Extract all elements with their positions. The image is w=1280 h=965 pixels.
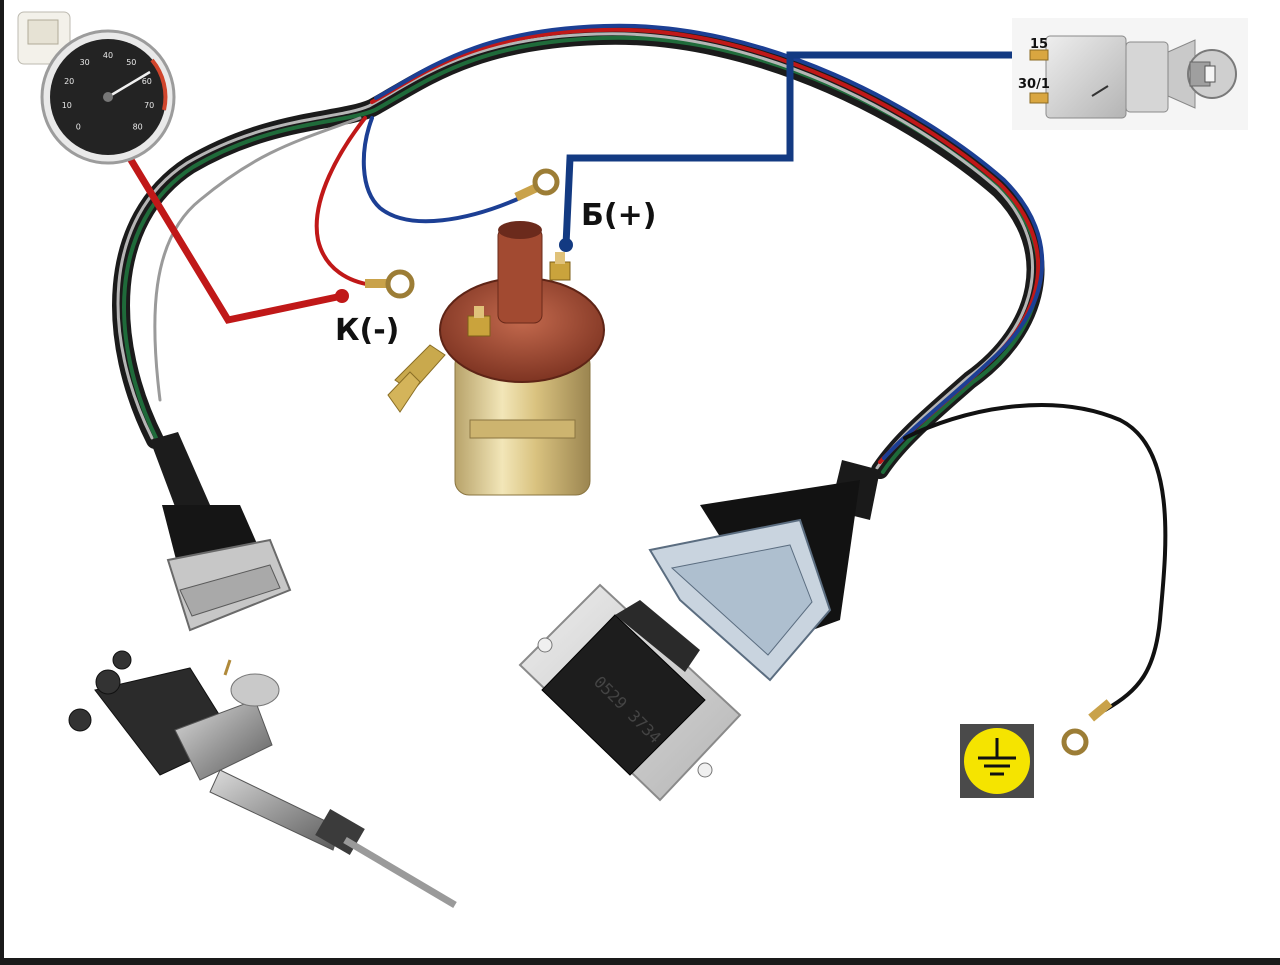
coil-terminal-negative: [467, 306, 491, 337]
ignition-coil-icon: [387, 221, 605, 496]
ignition-switch-icon: 15 30/1: [1012, 18, 1248, 130]
coil-positive-label: Б(+): [581, 198, 656, 233]
blue-wire-switch-to-coil-positive: [562, 51, 1030, 246]
distributor-connector-icon: [150, 432, 292, 632]
wiring-harness: [112, 23, 1168, 712]
ground-symbol-icon: [960, 724, 1034, 798]
distributor-icon: [68, 650, 457, 909]
ground-terminal-icon: [1061, 699, 1113, 756]
coil-negative-dot: [335, 289, 349, 303]
coil-positive-dot: [559, 238, 573, 252]
ring-terminal-blue: [514, 168, 560, 202]
terminal-30-label: 30/1: [1018, 77, 1050, 92]
tachometer-scale-number: 40: [103, 51, 113, 60]
tachometer-scale-number: 60: [142, 77, 152, 86]
tachometer-scale-number: 80: [133, 123, 143, 132]
tachometer-scale-number: 30: [80, 58, 90, 67]
diagram-wires: [125, 51, 1030, 324]
coil-negative-label: К(-): [335, 313, 399, 348]
terminal-30-tab: [1029, 92, 1049, 104]
ignition-module-icon: 0529 3734: [518, 583, 742, 802]
tachometer-scale-number: 70: [144, 101, 154, 110]
module-connector-icon: [648, 460, 880, 682]
tachometer-scale-number: 20: [64, 77, 74, 86]
tachometer-scale-number: 10: [62, 101, 72, 110]
terminal-15-label: 15: [1030, 37, 1048, 52]
red-wire-tacho-to-coil-negative: [125, 153, 343, 324]
ring-terminal-red: [365, 269, 415, 299]
terminal-15-tab: [1029, 49, 1049, 61]
tachometer-scale-number: 50: [126, 58, 136, 67]
coil-terminal-positive: [549, 252, 571, 281]
tachometer-icon: 0 10 20 30 40 50 60 70 80: [17, 11, 176, 165]
tachometer-scale: 0 10 20 30 40 50 60 70 80: [62, 51, 155, 132]
tachometer-scale-number: 0: [76, 123, 81, 132]
